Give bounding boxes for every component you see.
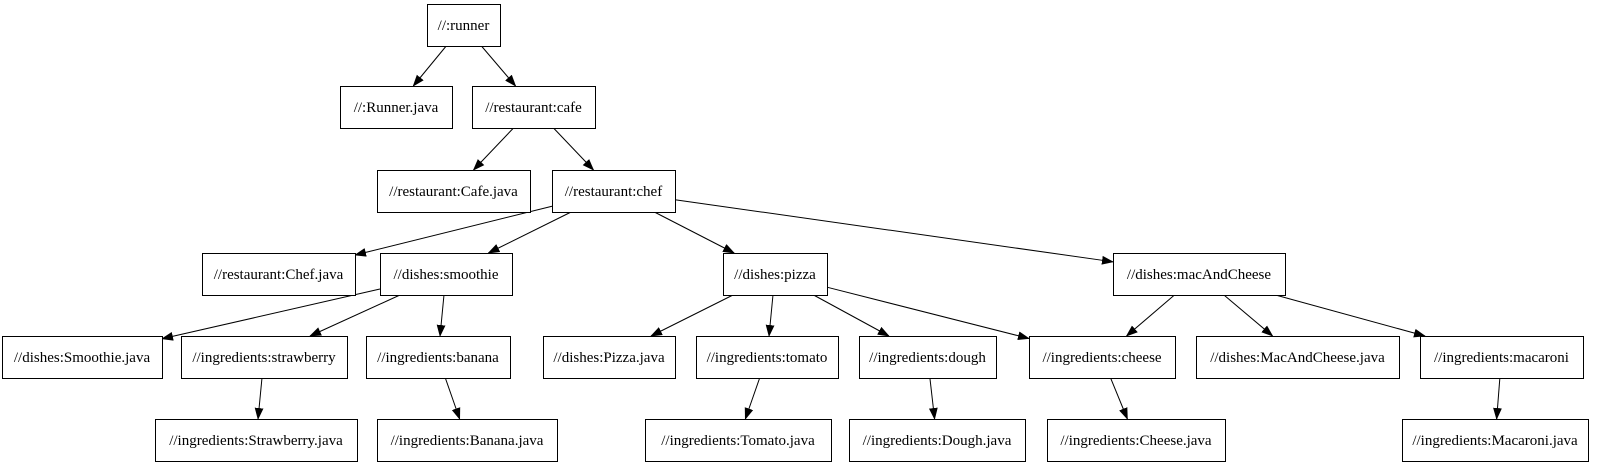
node-chef: //restaurant:chef xyxy=(552,170,676,213)
node-label-banana_java: //ingredients:Banana.java xyxy=(391,433,544,449)
node-tomato_java: //ingredients:Tomato.java xyxy=(645,419,832,462)
node-cheese_java: //ingredients:Cheese.java xyxy=(1047,419,1226,462)
node-smoothie_java: //dishes:Smoothie.java xyxy=(2,336,163,379)
node-label-chef_java: //restaurant:Chef.java xyxy=(214,267,344,283)
edge-pizza-cheese xyxy=(826,286,1030,341)
node-label-tomato_java: //ingredients:Tomato.java xyxy=(661,433,815,449)
node-label-strawberry_java: //ingredients:Strawberry.java xyxy=(169,433,343,449)
node-label-pizza_java: //dishes:Pizza.java xyxy=(553,350,665,366)
node-dough: //ingredients:dough xyxy=(859,336,997,379)
node-pizza_java: //dishes:Pizza.java xyxy=(543,336,676,379)
node-cafe_java: //restaurant:Cafe.java xyxy=(377,170,531,213)
node-label-strawberry: //ingredients:strawberry xyxy=(192,350,336,366)
edge-runner-cafe xyxy=(481,45,517,87)
node-label-smoothie: //dishes:smoothie xyxy=(394,267,499,283)
node-macandcheese_java: //dishes:MacAndCheese.java xyxy=(1196,336,1400,379)
node-label-runner_java: //:Runner.java xyxy=(354,100,439,116)
node-label-macaroni: //ingredients:macaroni xyxy=(1434,350,1569,366)
node-dough_java: //ingredients:Dough.java xyxy=(849,419,1026,462)
node-label-macandcheese_java: //dishes:MacAndCheese.java xyxy=(1210,350,1385,366)
node-macaroni_java: //ingredients:Macaroni.java xyxy=(1402,419,1589,462)
node-label-smoothie_java: //dishes:Smoothie.java xyxy=(14,350,151,366)
node-label-dough: //ingredients:dough xyxy=(869,350,986,366)
node-label-runner: //:runner xyxy=(438,18,490,34)
edge-smoothie-banana xyxy=(436,294,446,337)
edge-smoothie-smoothie_java xyxy=(161,288,381,341)
node-label-chef: //restaurant:chef xyxy=(565,184,662,200)
edge-dough-dough_java xyxy=(928,377,938,420)
node-label-banana: //ingredients:banana xyxy=(377,350,499,366)
node-macandcheese: //dishes:macAndCheese xyxy=(1113,253,1286,296)
node-label-cafe_java: //restaurant:Cafe.java xyxy=(389,184,518,200)
node-label-pizza: //dishes:pizza xyxy=(734,267,816,283)
edge-cheese-cheese_java xyxy=(1110,377,1128,420)
edge-chef-pizza xyxy=(654,211,736,254)
node-chef_java: //restaurant:Chef.java xyxy=(202,253,356,296)
edge-tomato-tomato_java xyxy=(744,377,761,420)
edge-cafe-chef xyxy=(553,127,595,171)
node-macaroni: //ingredients:macaroni xyxy=(1420,336,1584,379)
node-pizza: //dishes:pizza xyxy=(723,253,828,296)
edge-pizza-dough xyxy=(813,294,890,337)
node-runner: //:runner xyxy=(427,4,501,47)
edge-banana-banana_java xyxy=(444,377,461,420)
node-banana: //ingredients:banana xyxy=(366,336,511,379)
edge-runner-runner_java xyxy=(412,45,447,87)
node-strawberry: //ingredients:strawberry xyxy=(181,336,348,379)
edge-macaroni-macaroni_java xyxy=(1493,377,1502,420)
edge-chef-chef_java xyxy=(354,205,553,257)
node-strawberry_java: //ingredients:Strawberry.java xyxy=(155,419,358,462)
edge-cafe-cafe_java xyxy=(472,127,514,171)
node-label-macandcheese: //dishes:macAndCheese xyxy=(1127,267,1271,283)
edge-pizza-pizza_java xyxy=(650,294,734,337)
node-label-dough_java: //ingredients:Dough.java xyxy=(863,433,1012,449)
node-cheese: //ingredients:cheese xyxy=(1029,336,1176,379)
node-tomato: //ingredients:tomato xyxy=(696,336,839,379)
edge-macandcheese-cheese xyxy=(1125,294,1175,337)
node-banana_java: //ingredients:Banana.java xyxy=(377,419,558,462)
node-runner_java: //:Runner.java xyxy=(340,86,453,129)
edge-smoothie-strawberry xyxy=(309,294,401,337)
edge-macandcheese-macandcheese_java xyxy=(1223,294,1274,337)
edge-chef-macandcheese xyxy=(674,199,1114,265)
edge-pizza-tomato xyxy=(765,294,775,337)
node-label-cheese_java: //ingredients:Cheese.java xyxy=(1060,433,1212,449)
edge-macandcheese-macaroni xyxy=(1275,294,1426,338)
node-label-cafe: //restaurant:cafe xyxy=(485,100,582,116)
node-smoothie: //dishes:smoothie xyxy=(380,253,513,296)
node-label-tomato: //ingredients:tomato xyxy=(707,350,828,366)
edge-chef-smoothie xyxy=(487,211,572,254)
node-label-cheese: //ingredients:cheese xyxy=(1042,350,1161,366)
edge-strawberry-strawberry_java xyxy=(254,377,264,420)
node-label-macaroni_java: //ingredients:Macaroni.java xyxy=(1412,433,1578,449)
node-cafe: //restaurant:cafe xyxy=(472,86,596,129)
